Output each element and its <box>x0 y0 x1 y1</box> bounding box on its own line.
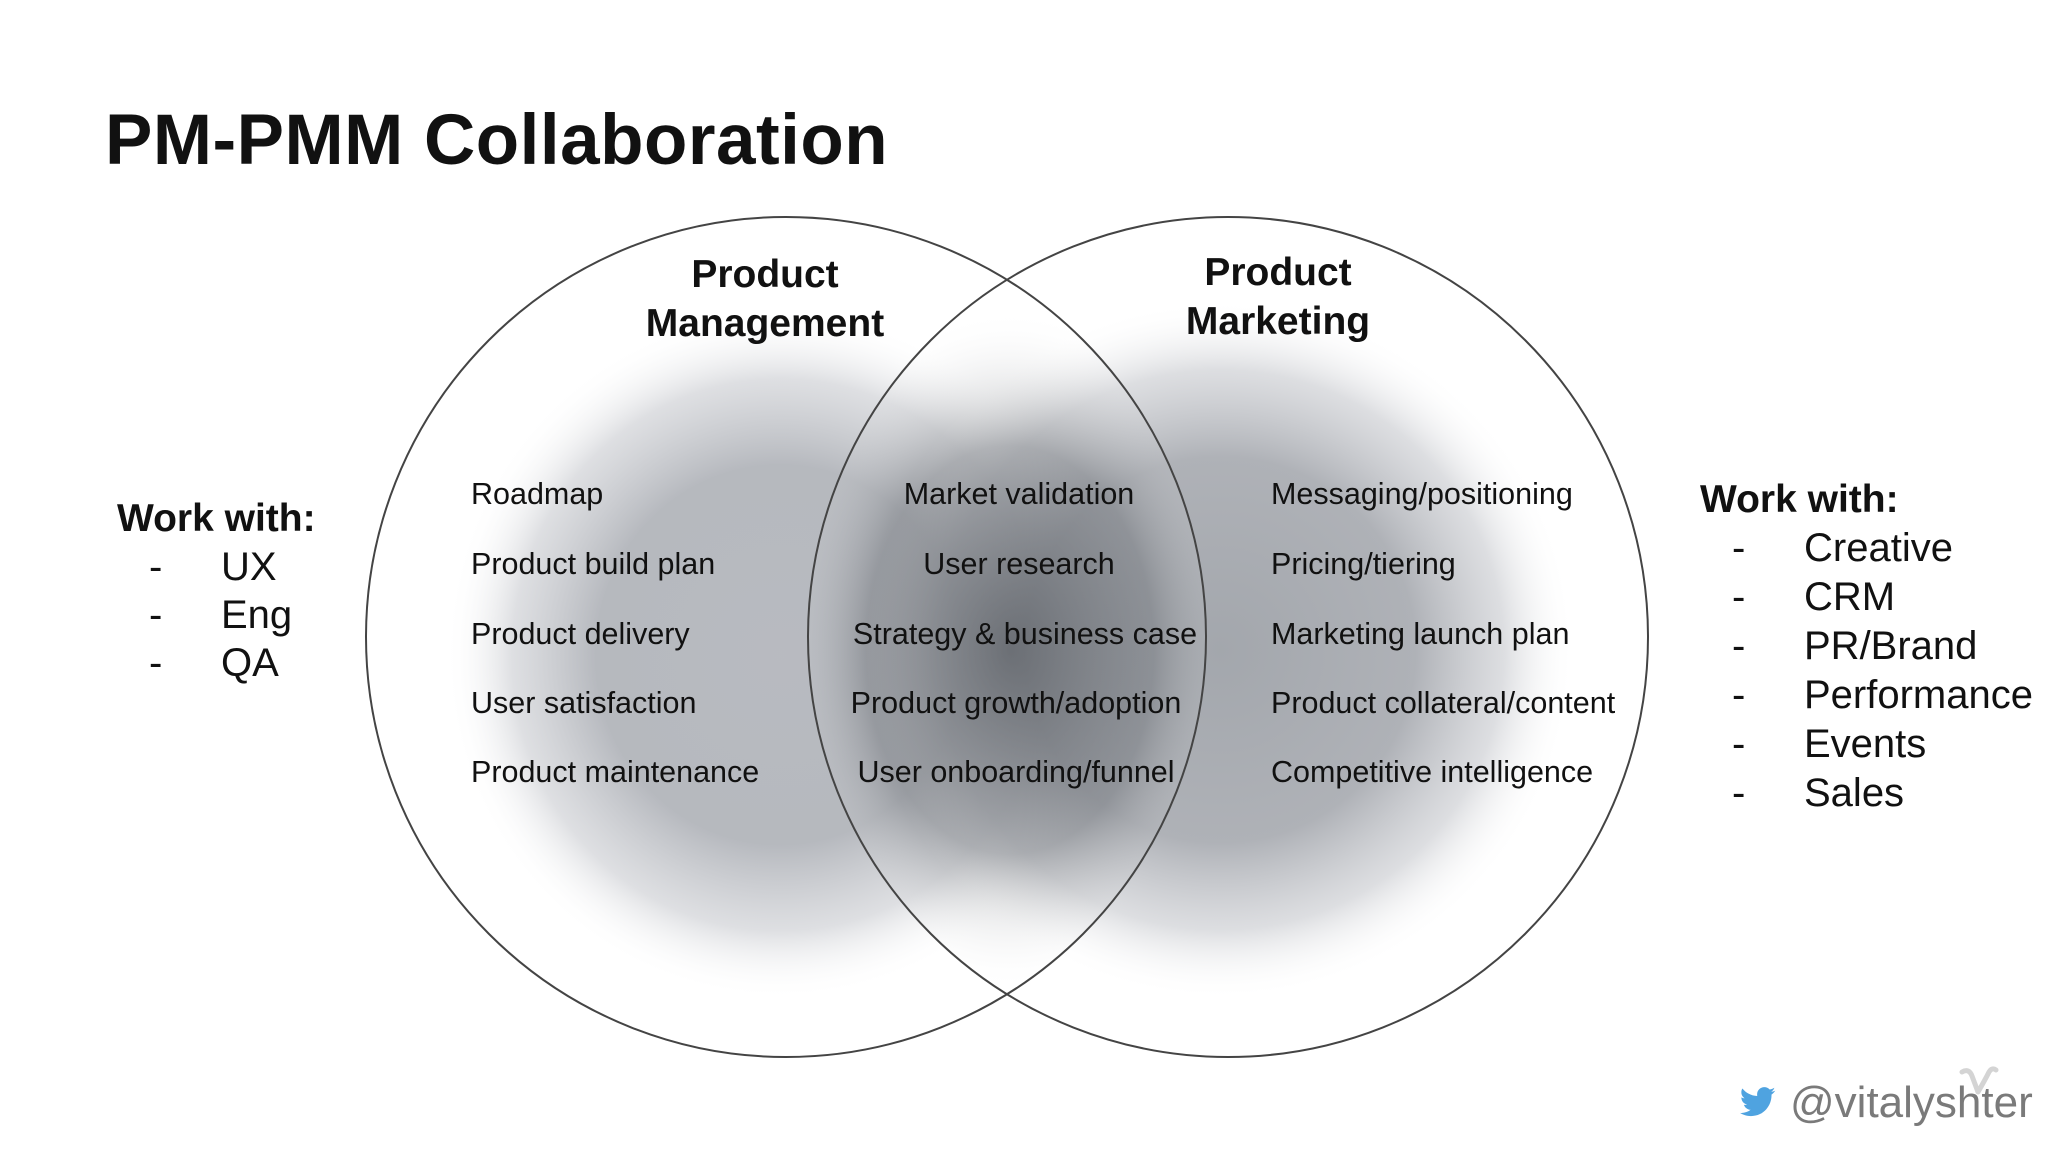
list-item: - Creative <box>1700 526 1953 575</box>
dash-bullet: - <box>1732 624 1746 668</box>
product-management-heading: Product Management <box>585 250 945 348</box>
list-item-label: CRM <box>1804 575 1896 619</box>
twitter-bird-icon <box>1740 1087 1776 1117</box>
list-item: - QA <box>117 641 316 689</box>
heading-line: Marketing <box>1185 300 1371 343</box>
list-item: User research <box>923 547 1115 581</box>
list-item: - CRM <box>1700 575 1899 624</box>
dash-bullet: - <box>149 641 163 685</box>
list-item: Market validation <box>903 477 1135 511</box>
list-item: User onboarding/funnel <box>857 755 1175 789</box>
list-item: Marketing launch plan <box>1271 617 1570 651</box>
pmm-work-with: Work with: - Creative - CRM - PR/Brand -… <box>1700 478 2033 820</box>
work-with-heading: Work with: <box>117 497 316 540</box>
list-item: Product build plan <box>471 547 716 581</box>
work-with-list: - Creative - CRM - PR/Brand - Performanc… <box>1700 526 2033 820</box>
list-item: - Eng <box>117 593 316 641</box>
list-item-label: Creative <box>1804 526 1953 570</box>
list-item-label: Events <box>1804 722 1927 766</box>
dash-bullet: - <box>1732 526 1746 570</box>
list-item-label: UX <box>221 545 277 589</box>
dash-bullet: - <box>149 545 163 589</box>
dash-bullet: - <box>149 593 163 637</box>
dash-bullet: - <box>1732 771 1746 815</box>
list-item-label: QA <box>221 641 279 685</box>
twitter-handle: @vitalyshter <box>1790 1078 2033 1127</box>
list-item: Roadmap <box>471 477 604 511</box>
dash-bullet: - <box>1732 722 1746 766</box>
list-item: - Events <box>1700 722 1926 771</box>
work-with-list: - UX - Eng - QA <box>117 545 316 689</box>
list-item: - Performance <box>1700 673 2033 722</box>
list-item: User satisfaction <box>471 686 697 720</box>
list-item: Product growth/adoption <box>850 686 1182 720</box>
vimeo-v-icon <box>1959 1066 1999 1095</box>
heading-line: Product <box>691 253 839 296</box>
list-item: - UX <box>117 545 316 593</box>
overlap-shading <box>808 310 1206 990</box>
page-title: PM-PMM Collaboration <box>105 101 889 180</box>
product-marketing-heading: Product Marketing <box>1098 248 1458 346</box>
dash-bullet: - <box>1732 673 1746 717</box>
list-item: Pricing/tiering <box>1271 547 1456 581</box>
list-item: Product maintenance <box>471 755 760 789</box>
list-item: - Sales <box>1700 771 1904 820</box>
list-item: Product collateral/content <box>1271 686 1616 720</box>
dash-bullet: - <box>1732 575 1746 619</box>
list-item-label: Performance <box>1804 673 2033 717</box>
list-item-label: Sales <box>1804 771 1905 815</box>
list-item: Competitive intelligence <box>1271 755 1594 789</box>
list-item-label: PR/Brand <box>1804 624 1978 668</box>
list-item: - PR/Brand <box>1700 624 1977 673</box>
list-item: Strategy & business case <box>852 617 1198 651</box>
list-item: Product delivery <box>471 617 690 651</box>
product-marketing-circle <box>807 216 1649 1058</box>
list-item: Messaging/positioning <box>1271 477 1573 511</box>
work-with-heading: Work with: <box>1700 478 1899 521</box>
product-management-circle <box>365 216 1207 1058</box>
heading-line: Product <box>1204 251 1352 294</box>
list-item-label: Eng <box>221 593 293 637</box>
heading-line: Management <box>645 302 885 345</box>
pm-work-with: Work with: - UX - Eng - QA <box>117 497 316 689</box>
